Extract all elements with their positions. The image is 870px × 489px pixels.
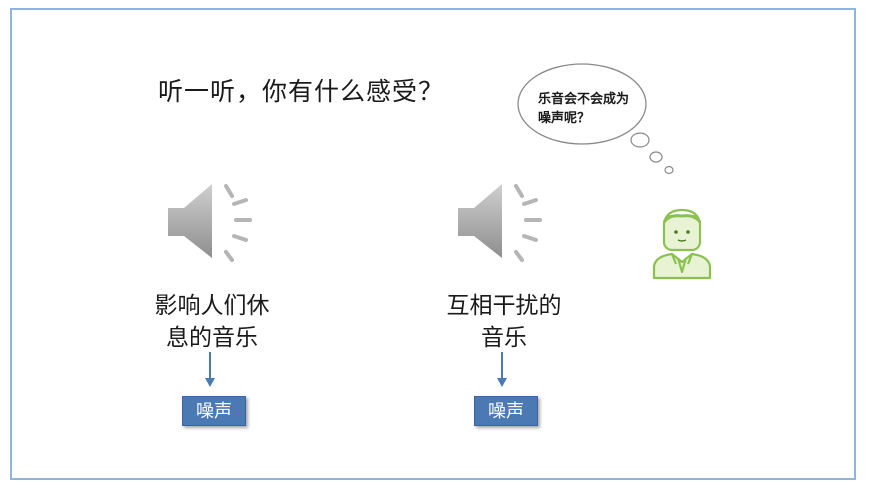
slide-frame xyxy=(10,8,856,480)
caption-right-line1: 互相干扰的 xyxy=(446,293,562,319)
thought-text: 乐音会不会成为噪声呢？ xyxy=(538,92,630,126)
arrow-down-icon xyxy=(496,352,508,392)
avatar-icon xyxy=(650,206,714,284)
speaker-icon[interactable] xyxy=(162,178,262,266)
question-title: 听一听，你有什么感受？ xyxy=(158,77,445,106)
caption-left-line2: 息的音乐 xyxy=(166,325,258,351)
speaker-icon[interactable] xyxy=(452,178,552,266)
caption-left-line1: 影响人们休 xyxy=(154,293,270,319)
noise-label-left: 噪声 xyxy=(182,396,246,426)
arrow-down-icon xyxy=(204,352,216,392)
thought-bubble-icon xyxy=(516,60,686,184)
caption-right-line2: 音乐 xyxy=(481,325,527,351)
caption-right: 互相干扰的 音乐 xyxy=(404,290,604,354)
noise-label-right: 噪声 xyxy=(474,396,538,426)
caption-left: 影响人们休 息的音乐 xyxy=(112,290,312,354)
